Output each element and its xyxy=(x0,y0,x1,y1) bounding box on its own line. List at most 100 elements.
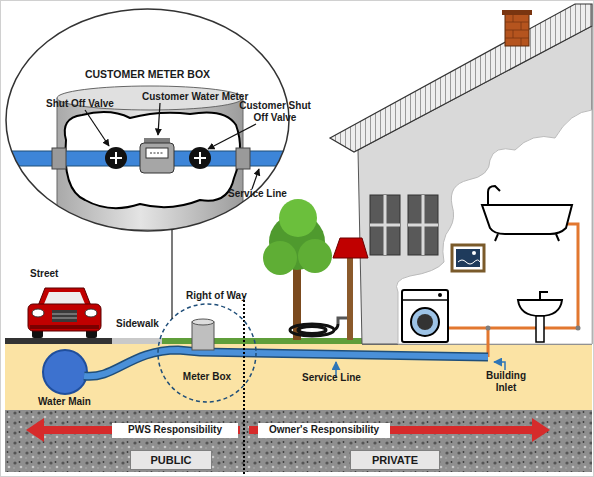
grille xyxy=(52,310,77,322)
washer-drum xyxy=(417,314,433,330)
band-label: Owner's Responsibility xyxy=(269,424,379,436)
car-body xyxy=(28,304,101,331)
bumper xyxy=(30,325,99,329)
responsibility-band: Owner's Responsibility xyxy=(258,423,390,438)
washing-machine xyxy=(402,290,448,342)
chimney-bricks xyxy=(505,14,529,46)
house-pipe xyxy=(488,224,578,357)
part-label: Right of Way xyxy=(186,290,247,302)
sink-faucet xyxy=(540,292,548,300)
tree-foliage xyxy=(279,199,317,237)
service-pipe-outline xyxy=(84,350,488,376)
picture-frame xyxy=(452,245,484,271)
sidewalk-surface xyxy=(112,338,162,344)
gravel xyxy=(5,410,592,472)
tub-body xyxy=(482,205,572,234)
bathtub xyxy=(482,186,572,241)
arrow-head xyxy=(26,418,44,442)
washer-panel xyxy=(402,299,448,301)
leader-arrow xyxy=(158,103,160,135)
part-label: Customer Shut Off Valve xyxy=(236,100,314,123)
hose-coil xyxy=(290,324,334,336)
house-pipe xyxy=(448,318,540,328)
chimney xyxy=(505,14,529,46)
picture-wave xyxy=(458,260,480,264)
plumbing xyxy=(448,224,581,357)
car-cabin xyxy=(38,288,91,306)
responsibility-band: PWS Responsibility xyxy=(112,423,238,438)
sink-basin xyxy=(518,300,562,316)
tree-foliage xyxy=(298,239,332,273)
hose-bib xyxy=(290,238,368,340)
window-frame xyxy=(370,195,400,255)
band-label: PWS Responsibility xyxy=(128,424,222,436)
part-label: Service Line xyxy=(228,188,287,200)
connector-line xyxy=(171,229,172,318)
meter-box-body xyxy=(57,98,243,230)
part-label: Building Inlet xyxy=(480,370,532,393)
part-label: Street xyxy=(30,268,58,280)
part-label: Meter Box xyxy=(183,371,231,383)
node-outline xyxy=(157,303,257,403)
hose-coil xyxy=(298,327,326,334)
part-label: Water Main xyxy=(38,396,91,408)
post xyxy=(347,255,353,340)
grille-bars xyxy=(52,314,77,318)
tree xyxy=(263,199,332,340)
tree-foliage xyxy=(263,241,297,275)
shut-off-valve xyxy=(189,147,211,169)
headlight xyxy=(85,309,97,317)
zone-label: PRIVATE xyxy=(372,454,418,467)
part-label: Shut Off Valve xyxy=(46,98,114,110)
car xyxy=(28,288,101,338)
cutaway xyxy=(65,112,240,208)
inset-fill xyxy=(6,9,289,231)
meter-digits xyxy=(150,153,164,154)
wall-picture xyxy=(452,245,484,271)
valve-handle xyxy=(194,152,206,164)
hose xyxy=(334,324,338,330)
leader-arrow xyxy=(208,124,256,149)
window xyxy=(408,195,438,255)
meter-box-callout: Meter Box xyxy=(157,303,257,403)
leader-arrow xyxy=(252,169,259,189)
window-frame xyxy=(408,195,438,255)
sink xyxy=(518,292,562,342)
post-cap xyxy=(333,238,368,258)
window xyxy=(370,195,400,255)
shut-off-valve xyxy=(105,147,127,169)
node-outline-shape xyxy=(6,9,289,231)
leader-arrow xyxy=(494,362,505,370)
meter-dial xyxy=(146,148,168,158)
tub-feet xyxy=(495,234,559,241)
roof xyxy=(330,4,592,152)
part-label: Customer Water Meter xyxy=(142,91,248,103)
service-pipe xyxy=(84,350,488,376)
pipe-fitting xyxy=(576,326,581,331)
picture-sun xyxy=(472,251,476,255)
water-main xyxy=(43,350,87,394)
part-label: Sidewalk xyxy=(116,318,159,330)
house xyxy=(330,4,592,344)
zone-box: PRIVATE xyxy=(350,450,440,470)
zone-box: PUBLIC xyxy=(130,450,212,470)
soil xyxy=(5,342,592,410)
washer-door xyxy=(411,308,439,336)
pipe-fitting xyxy=(486,326,491,331)
washer-body xyxy=(402,290,448,342)
water-meter xyxy=(140,143,174,173)
pipe-coupling xyxy=(52,148,66,169)
street-surface xyxy=(5,338,112,344)
meter-box-lid xyxy=(192,322,214,350)
chimney-cap xyxy=(502,10,532,15)
part-label: Service Line xyxy=(302,372,361,384)
sink-pedestal xyxy=(536,316,544,342)
headlight xyxy=(32,309,44,317)
washer-knob xyxy=(438,293,442,297)
tub-faucet xyxy=(488,186,500,205)
node-outline-shape xyxy=(158,304,256,402)
inset-title: CUSTOMER METER BOX xyxy=(85,68,210,80)
pipe-coupling xyxy=(236,148,250,169)
